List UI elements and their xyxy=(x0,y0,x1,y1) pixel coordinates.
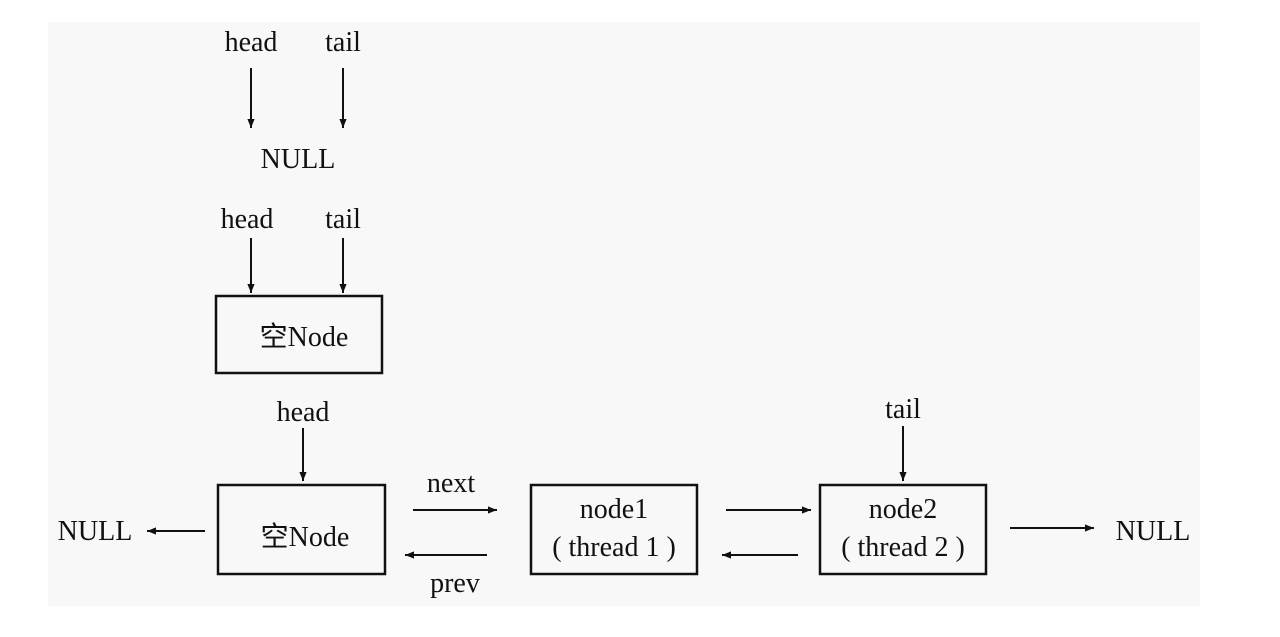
stage1-tail-label: tail xyxy=(325,27,361,58)
node1-name-label: node1 xyxy=(580,494,648,525)
next-label: next xyxy=(427,468,475,499)
stage2-tail-label: tail xyxy=(325,204,361,235)
node2-name-label: node2 xyxy=(869,494,937,525)
stage1-head-label: head xyxy=(225,27,278,58)
stage3-empty-node-label: 空Node xyxy=(261,521,350,553)
node1-thread-label: ( thread 1 ) xyxy=(552,532,676,563)
stage2-empty-node-box xyxy=(214,294,384,375)
stage3-right-null-label: NULL xyxy=(1116,516,1191,547)
stage2-empty-node-label: 空Node xyxy=(260,321,349,353)
stage3-empty-node-box xyxy=(216,483,387,576)
node2-box xyxy=(818,483,988,576)
stage1-null-label: NULL xyxy=(261,144,336,175)
stage3-tail-label: tail xyxy=(885,394,921,425)
node1-box xyxy=(529,483,699,576)
node2-thread-label: ( thread 2 ) xyxy=(841,532,965,563)
stage3-head-label: head xyxy=(277,397,330,428)
stage3-left-null-label: NULL xyxy=(58,516,133,547)
stage2-head-label: head xyxy=(221,204,274,235)
prev-label: prev xyxy=(430,568,480,599)
